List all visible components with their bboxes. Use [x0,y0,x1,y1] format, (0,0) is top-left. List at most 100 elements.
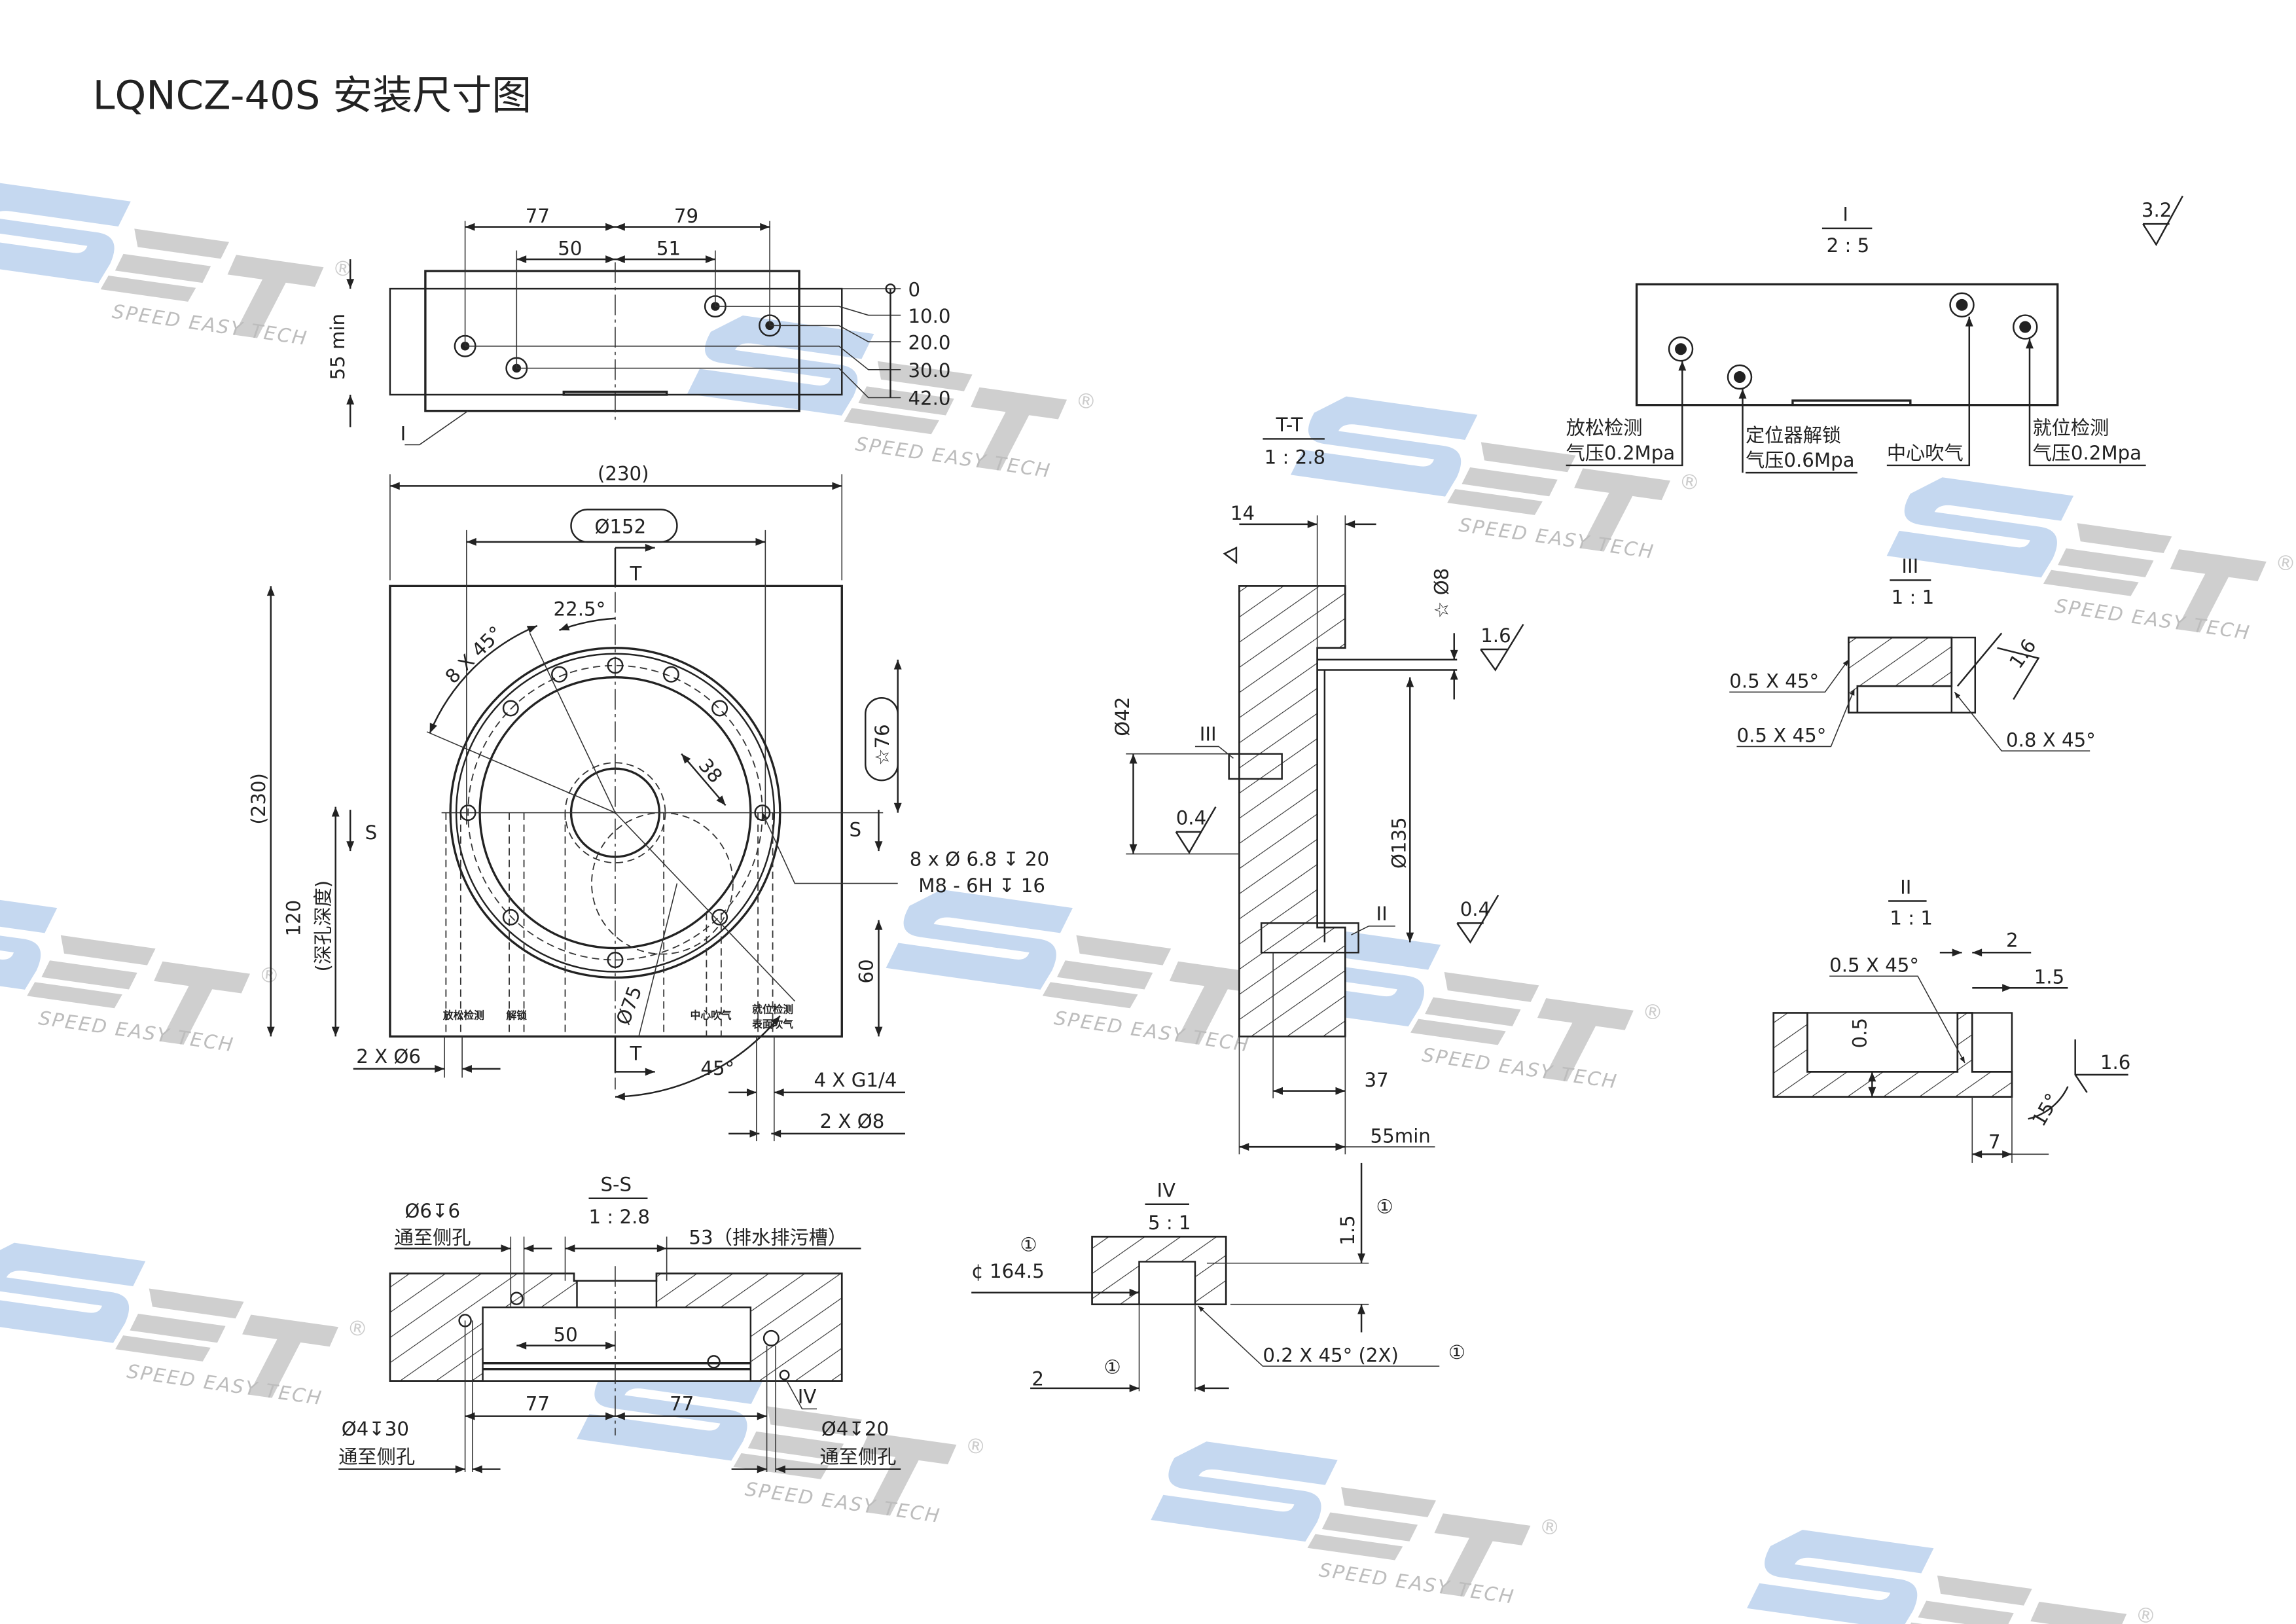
dim-bolt-circle: Ø152 [594,515,646,537]
angle-22-5: 22.5° [554,598,606,620]
watermark-tagline: SPEED EASY TECH [126,1360,324,1410]
surface-roughness-symbol: 3.2 [2142,195,2183,247]
set-logo-watermark: SPEED EASY TECH ® [0,1242,369,1410]
level-30: 30.0 [908,359,950,382]
detail-ref-IV: IV [798,1385,817,1407]
detail-scale: 1 : 1 [1892,586,1935,608]
chamfer-1: 0.5 X 45° [1729,670,1819,692]
note-circle-1d: ① [1104,1356,1121,1378]
section-mark-t-bottom: T [629,1042,641,1064]
section-name: S-S [600,1174,632,1196]
detail-name: III [1901,555,1918,577]
hole-right-note: 通至侧孔 [820,1446,897,1468]
watermark-tagline: SPEED EASY TECH [1318,1559,1516,1608]
port-label-unlock: 解锁 [507,1009,528,1021]
dim-4x-g14: 4 X G1/4 [814,1069,897,1091]
dim-37: 37 [1365,1069,1389,1091]
watermark-tagline: SPEED EASY TECH [744,1477,942,1527]
dim-2: 2 [1031,1367,1044,1390]
dim-7: 7 [1988,1130,2001,1153]
dim-0-5: 0.5 [1848,1018,1871,1048]
hole-right-spec: Ø4↧20 [821,1418,889,1440]
dim-120: 120 [283,900,305,937]
port-label-in-place: 就位检测 [752,1003,793,1015]
dim-dia-8: ☆ Ø8 [1431,568,1453,619]
watermark-layer: SPEED EASY TECH ® SPEED EASY TECH ® SPEED … [0,183,2296,1624]
detail-scale: 5 : 1 [1148,1212,1191,1234]
set-logo-watermark: SPEED EASY TECH® [886,889,1297,1056]
dim-14: 14 [1230,502,1255,524]
registered-mark: ® [1074,389,1098,415]
watermark-tagline: SPEED EASY TECH [2054,594,2252,644]
dim-77-right: 77 [670,1393,694,1415]
watermark-tagline: SPEED EASY TECH [1458,514,1656,564]
section-mark-t-top: T [629,562,641,585]
detail-III: III 1 : 1 0.5 X 45° 0.5 X 45° 0.8 X 45° … [1729,555,2096,751]
detail-II: II 1 : 1 0.5 X 45° 2 1.5 0.5 1.6 15° 7 [1772,876,2130,1163]
label-in-place-detect: 就位检测 [2032,417,2109,439]
section-mark-s-left: S [365,821,378,844]
svg-text:3.2: 3.2 [2142,199,2172,221]
hole-left-note: 通至侧孔 [338,1446,415,1468]
top-view: 77 79 50 51 55 min 0 10.0 20.0 30.0 42.0… [327,205,951,446]
label-locator-unlock: 定位器解锁 [1746,424,1841,446]
dim-dia-164-5: ¢ 164.5 [971,1260,1045,1282]
note-circle-1b: ① [1376,1195,1393,1218]
set-logo-watermark: SPEED EASY TECH ® [687,315,1098,482]
dim-50: 50 [554,1324,578,1346]
watermark-tagline: SPEED EASY TECH [854,433,1052,482]
dim-79: 79 [674,205,698,227]
detail-name: IV [1157,1180,1175,1202]
thread-spec-2: M8 - 6H ↧ 16 [918,875,1045,897]
set-logo-watermark: SPEED EASY TECH ® [1886,477,2296,644]
level-20: 20.0 [908,331,950,353]
section-t-t: T-T 1 : 2.8 14 ☆ Ø8 1.6 Ø42 III 0.4 Ø135… [1111,414,1524,1155]
dim-2x-dia-6: 2 X Ø6 [356,1045,421,1068]
angle-15: 15° [2028,1089,2064,1130]
port-label-center-air: 中心吹气 [691,1009,732,1021]
watermark-tagline: SPEED EASY TECH [37,1007,236,1056]
roughness-0-4a: 0.4 [1176,807,1206,829]
registered-mark: ® [1537,1515,1561,1541]
dim-1-5: 1.5 [2034,965,2064,988]
set-logo-watermark: SPEED EASY TECH® [0,889,281,1056]
label-release-pressure: 气压0.2Mpa [1566,442,1676,464]
dim-230-width: (230) [598,462,649,484]
detail-I: I 2 : 5 放松检测 气压0.2Mpa 定位器解锁 气压0.6Mpa 中心吹… [1566,204,2146,474]
label-in-place-pressure: 气压0.2Mpa [2032,442,2142,464]
registered-mark: ® [2134,1603,2157,1624]
detail-name: I [1842,204,1848,226]
dim-2: 2 [2006,929,2018,951]
roughness-1-6: 1.6 [1480,624,1511,647]
watermark-tagline: SPEED EASY TECH [1052,1007,1251,1056]
detail-ref-I: I [401,423,406,445]
detail-IV: IV 5 : 1 ① ¢ 164.5 1.5 ① 0.2 X 45° (2X) … [971,1163,1465,1392]
hole-left-spec: Ø4↧30 [342,1418,409,1440]
section-s-s: S-S 1 : 2.8 Ø6↧6 通至侧孔 53（排水排污槽） 50 77 77… [338,1174,901,1473]
level-0: 0 [908,278,920,300]
hole-top-note: 通至侧孔 [395,1226,471,1248]
registered-mark: ® [2274,550,2296,577]
depth-note: (深孔深度) [312,880,334,972]
chamfer-label: 0.2 X 45° (2X) [1263,1344,1399,1366]
hole-top-spec: Ø6↧6 [404,1200,460,1222]
section-mark-s-right: S [850,819,862,841]
registered-mark: ® [963,1434,987,1460]
main-view: (230) Ø152 T T S S 22.5° 8 X 45° [247,462,1049,1142]
level-10: 10.0 [908,305,950,327]
set-logo-watermark: SPEED EASY TECH ® [577,1360,988,1527]
detail-scale: 1 : 1 [1890,907,1933,929]
roughness-1-6: 1.6 [2100,1051,2130,1074]
port-label-surface-air: 表面吹气 [751,1018,793,1030]
registered-mark: ® [346,1316,369,1342]
chamfer-2: 0.5 X 45° [1736,725,1826,747]
thread-spec-1: 8 x Ø 6.8 ↧ 20 [910,848,1049,871]
detail-ref-III: III [1200,723,1217,745]
page-title: LQNCZ-40S 安装尺寸图 [93,73,531,119]
detail-scale: 2 : 5 [1827,234,1870,257]
registered-mark: ® [1677,469,1701,496]
dim-r38: 38 [694,754,727,787]
dim-60: 60 [855,959,877,983]
dim-1-5: 1.5 [1336,1215,1359,1245]
dim-dia-75: Ø75 [612,983,647,1028]
